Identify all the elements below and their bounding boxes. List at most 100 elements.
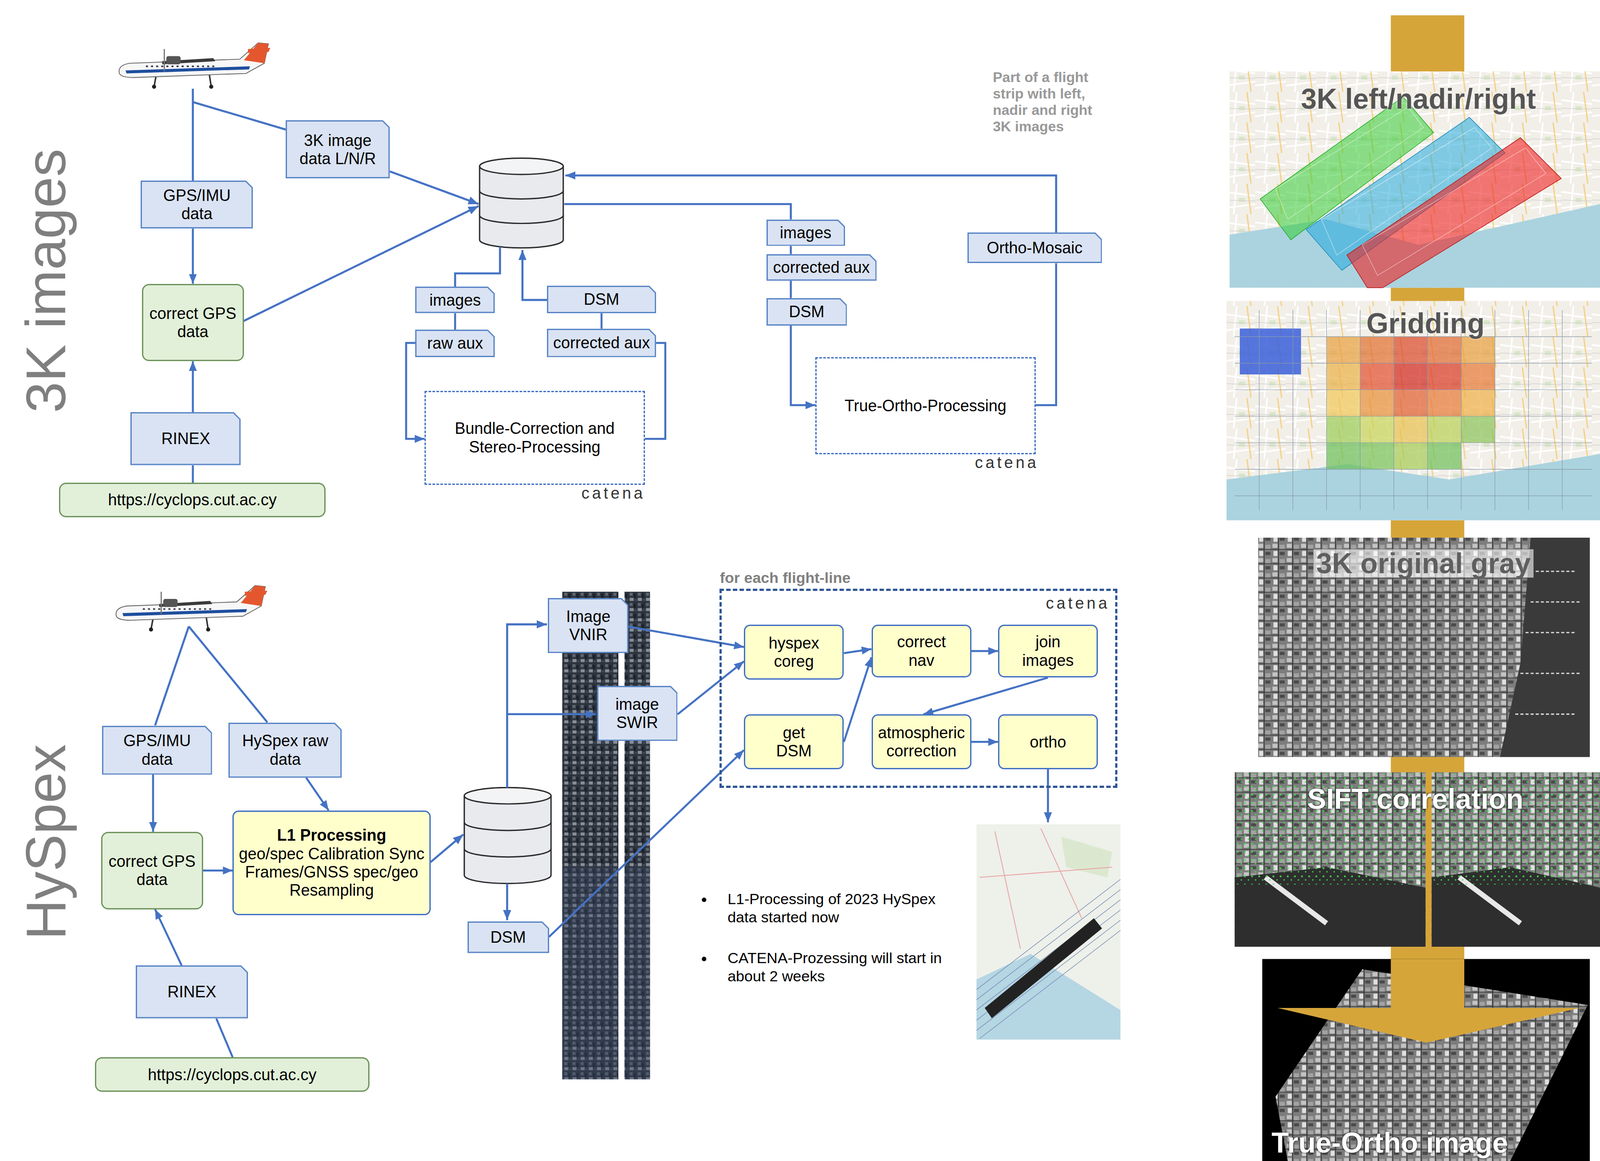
footprint-map: [1229, 71, 1600, 288]
process-box: ortho: [998, 714, 1098, 770]
flow-arrow: [644, 342, 666, 439]
grid-map: [1393, 363, 1428, 390]
flow-arrow: [192, 361, 195, 413]
logo-text: catena: [1045, 595, 1110, 612]
gray-aerial: [1515, 571, 1582, 715]
node-text: Bundle-Correction and Stereo-Processing: [432, 419, 638, 457]
grid-map: [1461, 416, 1495, 443]
tag-outline: [547, 286, 656, 313]
true-ortho-image: [1262, 959, 1590, 1161]
flow-arrow: [600, 313, 603, 329]
image-caption: Gridding: [1366, 309, 1485, 338]
flow-wire: [188, 626, 268, 723]
sift-pair: [1234, 772, 1600, 947]
grid-map: [1427, 336, 1462, 364]
grid-map: [1427, 389, 1462, 417]
data-tag: RINEX: [135, 965, 248, 1019]
tag-outline: [141, 181, 253, 229]
node-text: corrected aux: [773, 258, 870, 277]
process-box: join images: [998, 624, 1098, 678]
data-tag: corrected aux: [546, 328, 657, 358]
source-box: correct GPS data: [101, 831, 204, 910]
node-text: join images: [1018, 632, 1077, 670]
node-text: hyspex coreg: [765, 633, 823, 671]
data-tag: GPS/IMU data: [102, 725, 213, 775]
tag-outline: [547, 329, 656, 357]
grid-map: [1393, 416, 1428, 443]
node-text: GPS/IMU data: [108, 731, 206, 769]
flow-arrow: [1035, 263, 1057, 405]
node-text: https://cyclops.cut.ac.cy: [108, 490, 277, 509]
catena-group: for each flight-linecatenahyspex coregco…: [719, 588, 1118, 788]
tag-outline: [766, 254, 876, 280]
database: [479, 166, 564, 248]
database: [479, 190, 564, 224]
hyspex-strip: [624, 591, 651, 1080]
database: [464, 787, 552, 884]
flow-wire: [155, 626, 189, 726]
node-text: Image VNIR: [554, 607, 623, 645]
flow-wire: [507, 624, 547, 788]
process-box: get DSM: [743, 714, 844, 770]
data-tag: raw aux: [415, 329, 495, 358]
grid-map: [1360, 442, 1394, 470]
grid-map: [1393, 389, 1428, 417]
grid-map: [1427, 363, 1462, 390]
aircraft: [116, 585, 268, 632]
flow-wire: [455, 247, 500, 287]
grid-map: [1360, 363, 1394, 390]
node-text: RINEX: [167, 982, 217, 1001]
grid-map: [1326, 336, 1495, 470]
grid-map: [1226, 300, 1600, 520]
flow-arrow: [155, 909, 182, 966]
group-heading: for each flight-line: [719, 569, 851, 587]
tag-outline: [102, 726, 212, 774]
node-text: DSM: [490, 927, 527, 947]
node-text: https://cyclops.cut.ac.cy: [147, 1065, 317, 1084]
bullet-text: CATENA-Prozessing will start in about 2 …: [727, 948, 950, 986]
tag-outline: [766, 298, 847, 325]
box-heading: L1 Processing: [277, 825, 387, 845]
bullet-dot: [701, 956, 707, 962]
node-text: DSM: [788, 302, 825, 321]
grid-map: [1461, 336, 1495, 364]
node-text: DSM: [583, 290, 620, 309]
footprint-map: [1229, 71, 1600, 288]
flight-line-map: [984, 918, 1103, 1019]
node-text: correct GPS data: [106, 852, 198, 889]
node-text: Ortho-Mosaic: [986, 238, 1083, 257]
grid-map: [1326, 416, 1361, 443]
flow-arrow: [971, 740, 999, 743]
flow-arrow: [192, 465, 195, 483]
true-ortho-image: [1262, 959, 1590, 1161]
flow-arrow: [454, 313, 457, 330]
node-text: correct nav: [892, 632, 951, 670]
image-caption: 3K original gray: [1313, 549, 1534, 578]
flow-arrow: [971, 649, 999, 653]
node-text: corrected aux: [553, 333, 650, 352]
node-text: RINEX: [161, 429, 211, 448]
source-box: https://cyclops.cut.ac.cy: [58, 482, 326, 518]
flow-wire: [389, 171, 479, 205]
flow-arrow: [628, 626, 744, 647]
flow-wire: [192, 102, 286, 130]
grid-map: [1326, 363, 1361, 390]
aircraft: [118, 43, 271, 89]
grid-map: [1427, 442, 1462, 470]
data-tag: DSM: [467, 921, 550, 953]
grid-map: [1234, 310, 1592, 511]
flow-arrow: [549, 750, 744, 937]
grid-map: [1360, 416, 1394, 443]
image-caption: True-Ortho image: [1271, 1128, 1508, 1157]
flow-arrow: [152, 774, 155, 832]
database: [464, 787, 552, 804]
node-text: get DSM: [765, 723, 823, 761]
node-text: image SWIR: [603, 695, 672, 732]
node-text: correct GPS data: [147, 304, 239, 342]
section-title: 3K images: [18, 148, 75, 413]
flow-wire: [506, 883, 509, 920]
flow-arrow: [406, 342, 425, 439]
tag-outline: [548, 598, 629, 653]
flow-arrow: [203, 869, 233, 872]
tag-outline: [597, 686, 677, 740]
